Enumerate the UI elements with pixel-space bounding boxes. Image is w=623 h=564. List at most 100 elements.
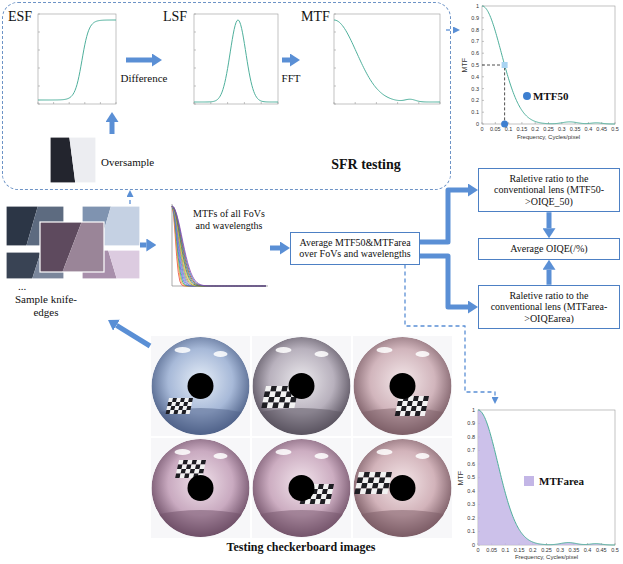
axis-tick — [508, 122, 509, 124]
checker-square — [407, 401, 413, 406]
axis-tick-label: 0.45 — [596, 126, 607, 132]
checkerboard — [395, 396, 429, 416]
axis-tick — [38, 104, 40, 105]
axis-tick — [334, 86, 336, 87]
axis-tick — [495, 122, 496, 124]
lens-center-mask — [289, 475, 315, 501]
axis-tick-label: 0.3 — [471, 86, 479, 92]
esf-axes — [38, 14, 116, 104]
floor — [151, 408, 250, 436]
checker-square — [405, 411, 411, 416]
axis-tick — [355, 102, 356, 104]
node-text: Sample knife-edges — [8, 293, 84, 318]
checker-square — [376, 489, 383, 495]
box-text: Average MTF50&MTFarea over FoVs and wave… — [297, 237, 413, 260]
lsf-curve — [194, 20, 278, 102]
esf-plot: ESF — [6, 6, 126, 112]
checker-square — [176, 469, 181, 474]
checker-square — [181, 469, 186, 474]
checker-square — [406, 406, 412, 411]
checker-square — [317, 489, 323, 494]
node-text: MTF — [461, 50, 469, 80]
axis-tick — [482, 124, 484, 125]
checker-square — [264, 392, 271, 398]
knife-edge-sample — [108, 250, 140, 279]
ceiling-light — [315, 453, 329, 459]
ceiling-light — [416, 351, 430, 357]
axis-tick-label: 0.9 — [471, 15, 479, 21]
image-frame — [353, 336, 452, 436]
checker-square — [363, 472, 370, 478]
flow-arrow — [126, 58, 152, 63]
flow-arrow — [110, 122, 115, 134]
edge-label: Difference — [119, 72, 170, 85]
node-text: Oversample — [101, 156, 163, 169]
mtf50-bullet — [523, 92, 531, 100]
checker-square — [420, 411, 426, 416]
axis-tick-label: 0.8 — [471, 27, 479, 33]
axis-tick-label: 0.05 — [490, 126, 501, 132]
image-grid: Testing checkerboard images — [150, 335, 452, 562]
fisheye-scene — [253, 439, 351, 537]
axis-tick — [521, 122, 522, 124]
chart-axes — [478, 410, 615, 545]
axis-tick — [397, 102, 398, 104]
axis-tick-label: 0.8 — [467, 434, 475, 440]
axis-tick — [482, 53, 484, 54]
node-text: LSF — [163, 9, 193, 25]
checker-square — [186, 465, 191, 470]
checker-square — [268, 397, 275, 403]
checker-square — [310, 499, 316, 504]
checker-square — [357, 478, 364, 484]
checker-square — [395, 411, 401, 416]
region-panel: ESFLSFMTFOversampleSFR testing — [2, 2, 451, 190]
checker-square — [397, 401, 403, 406]
node-text: SFR testing — [298, 157, 434, 173]
checker-square — [278, 403, 285, 409]
flow-arrow — [140, 243, 146, 248]
checker-square — [374, 472, 381, 478]
checker-square — [380, 472, 387, 478]
checker-square — [400, 411, 406, 416]
chart-axes — [482, 6, 615, 124]
checker-square — [326, 494, 332, 499]
checker-square — [182, 406, 187, 410]
dashed-arrow — [446, 29, 453, 30]
checker-square — [191, 465, 196, 470]
checker-square — [172, 398, 177, 402]
checker-square — [355, 483, 362, 489]
fisheye-image — [252, 337, 351, 436]
axis-tick — [418, 102, 419, 104]
axis-tick — [482, 88, 484, 89]
checker-square — [176, 398, 181, 402]
axis-tick — [116, 102, 117, 104]
checker-square — [365, 489, 372, 495]
axis-tick-label: 0.4 — [471, 74, 479, 80]
process-box: Raletive ratio to the conventional lens … — [478, 168, 620, 213]
checker-square — [275, 392, 282, 398]
checker-square — [273, 397, 280, 403]
checker-square — [195, 465, 200, 470]
checker-square — [199, 469, 204, 474]
checker-square — [187, 460, 192, 465]
axis-tick-label: 0.7 — [467, 447, 475, 453]
axis-tick — [482, 29, 484, 30]
checker-square — [322, 489, 328, 494]
checker-square — [171, 402, 176, 406]
checker-square — [188, 398, 193, 402]
checker-square — [318, 484, 324, 489]
checker-square — [320, 499, 326, 504]
lens-center-mask — [188, 475, 214, 501]
axis-tick — [482, 17, 484, 18]
checker-square — [279, 397, 286, 403]
checker-square — [358, 472, 365, 478]
checker-square — [328, 484, 334, 489]
box-text: Raletive ratio to the conventional lens … — [485, 290, 613, 325]
axis-tick-label: 0.2 — [471, 97, 479, 103]
esf-curve — [38, 20, 116, 100]
checker-square — [382, 489, 389, 495]
axis-tick-label: 0.1 — [505, 126, 513, 132]
checker-square — [321, 494, 327, 499]
checker-square — [385, 472, 392, 478]
checkerboard — [354, 472, 392, 494]
